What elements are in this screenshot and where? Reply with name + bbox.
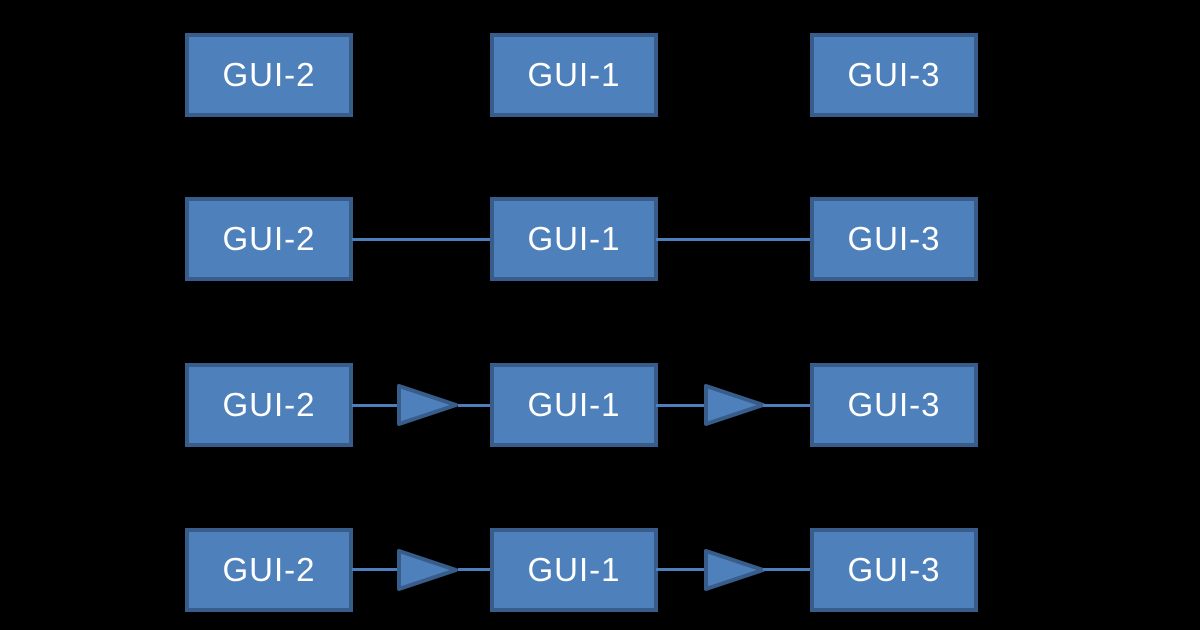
node-gui-1: GUI-1 [490, 528, 658, 612]
connector-line [458, 404, 492, 407]
node-gui-1: GUI-1 [490, 33, 658, 117]
connector-line [656, 238, 812, 241]
arrow-triangle-icon [704, 384, 765, 426]
node-gui-3: GUI-3 [810, 33, 978, 117]
node-gui-3: GUI-3 [810, 197, 978, 281]
connector-line [352, 238, 492, 241]
connector-line [763, 404, 812, 407]
node-gui-3: GUI-3 [810, 528, 978, 612]
node-gui-1: GUI-1 [490, 197, 658, 281]
connector-line [352, 404, 400, 407]
node-gui-2: GUI-2 [185, 197, 353, 281]
connector-line [458, 568, 492, 571]
arrow-triangle-icon [397, 549, 458, 591]
connector-line [763, 568, 812, 571]
node-gui-3: GUI-3 [810, 363, 978, 447]
node-gui-2: GUI-2 [185, 33, 353, 117]
node-gui-2: GUI-2 [185, 528, 353, 612]
arrow-triangle-icon [704, 549, 765, 591]
connector-line [656, 568, 707, 571]
connector-line [656, 404, 707, 407]
node-gui-1: GUI-1 [490, 363, 658, 447]
connector-line [352, 568, 400, 571]
node-gui-2: GUI-2 [185, 363, 353, 447]
arrow-triangle-icon [397, 384, 458, 426]
